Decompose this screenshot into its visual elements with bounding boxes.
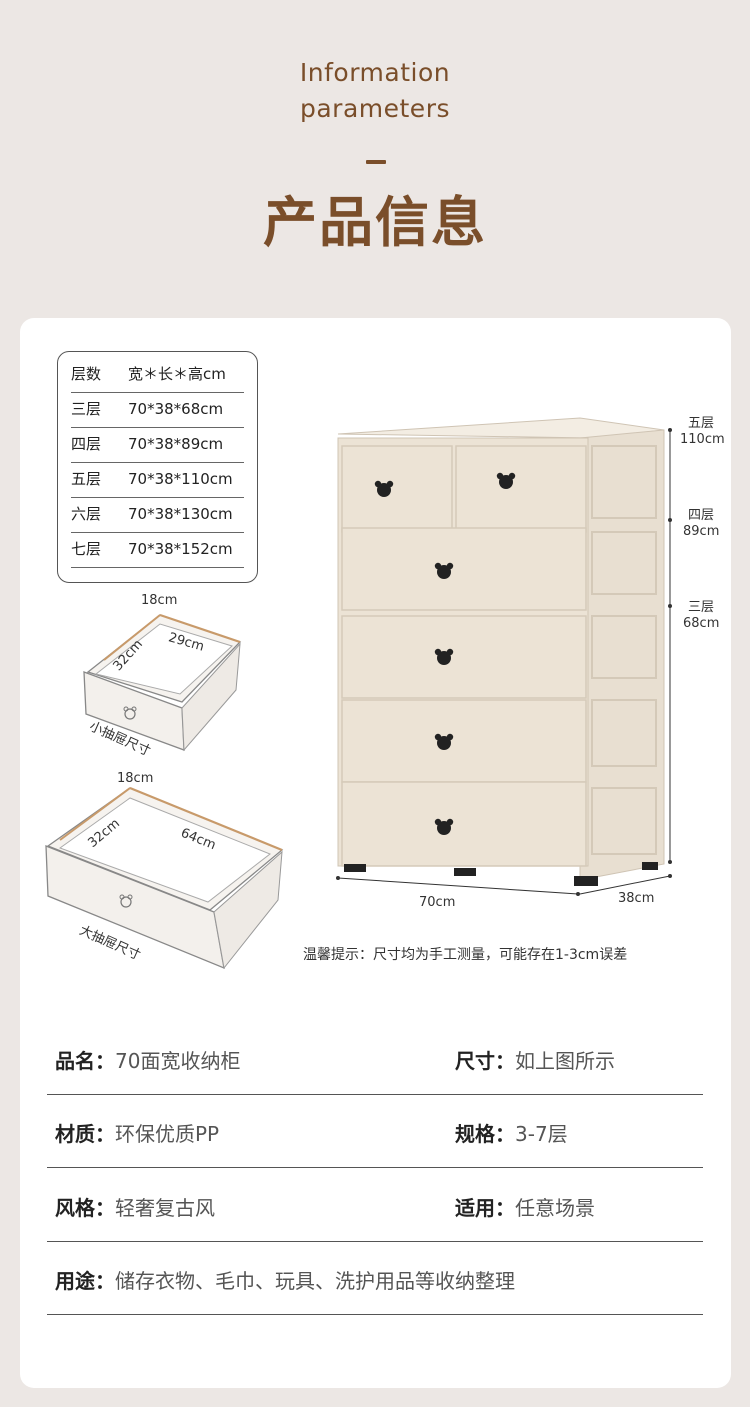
table-row: 七层 70*38*152cm [71, 532, 244, 568]
row-dimensions: 70*38*110cm [128, 470, 233, 488]
spec-style-label: 风格： [55, 1196, 115, 1220]
small-drawer-width: 18cm [141, 593, 178, 608]
knob-icon [434, 648, 454, 665]
spec-usage-value: 储存衣物、毛巾、玩具、洗护用品等收纳整理 [115, 1269, 515, 1293]
row-dimensions: 70*38*89cm [128, 435, 224, 453]
table-row: 六层 70*38*130cm [71, 497, 244, 533]
measurement-note: 温馨提示：尺寸均为手工测量，可能存在1-3cm误差 [303, 947, 628, 963]
bear-handle-icon [120, 896, 132, 908]
bear-handle-icon [124, 708, 136, 720]
header-dimensions: 宽＊长＊高cm [128, 365, 226, 383]
spec-style: 风格：轻奢复古风 [55, 1192, 215, 1221]
spec-size-value: 如上图所示 [515, 1049, 615, 1073]
spec-spec: 规格：3-7层 [455, 1118, 568, 1147]
title-en-line1: Information [299, 58, 451, 87]
spec-name: 品名：70面宽收纳柜 [55, 1045, 240, 1074]
spec-material: 材质：环保优质PP [55, 1118, 219, 1147]
spec-size: 尺寸：如上图所示 [455, 1045, 615, 1074]
row-layers: 三层 [71, 400, 102, 418]
size-table-header: 层数 宽＊长＊高cm [71, 357, 244, 393]
depth-value: 38cm [618, 891, 655, 906]
width-value: 70cm [419, 895, 456, 910]
knob-icon [496, 472, 516, 489]
knob-icon [434, 818, 454, 835]
table-row: 五层 70*38*110cm [71, 462, 244, 498]
spec-material-label: 材质： [55, 1122, 115, 1146]
spec-name-value: 70面宽收纳柜 [115, 1049, 241, 1073]
knob-icon [434, 562, 454, 579]
spec-apply-label: 适用： [455, 1196, 515, 1220]
divider [47, 1241, 703, 1242]
spec-style-value: 轻奢复古风 [115, 1196, 215, 1220]
row-layers: 六层 [71, 505, 102, 523]
spec-material-value: 环保优质PP [115, 1122, 220, 1146]
spec-apply-value: 任意场景 [515, 1196, 595, 1220]
cabinet-illustration [336, 417, 672, 896]
height-3-label: 三层 [688, 600, 715, 615]
row-layers: 四层 [71, 435, 102, 453]
small-drawer-illustration [83, 613, 242, 752]
spec-usage: 用途：储存衣物、毛巾、玩具、洗护用品等收纳整理 [55, 1265, 515, 1294]
title-en: Information parameters [0, 55, 750, 127]
row-layers: 七层 [71, 540, 102, 558]
height-5-label: 五层 [688, 416, 715, 431]
spec-usage-label: 用途： [55, 1269, 115, 1293]
divider [47, 1094, 703, 1095]
row-dimensions: 70*38*130cm [128, 505, 233, 523]
divider [47, 1167, 703, 1168]
size-table: 层数 宽＊长＊高cm 三层 70*38*68cm 四层 70*38*89cm 五… [57, 351, 258, 583]
row-dimensions: 70*38*152cm [128, 540, 233, 558]
spec-size-label: 尺寸： [455, 1049, 515, 1073]
spec-apply: 适用：任意场景 [455, 1192, 595, 1221]
header-layers: 层数 [71, 365, 102, 383]
spec-spec-label: 规格： [455, 1122, 515, 1146]
spec-spec-value: 3-7层 [515, 1122, 568, 1146]
large-drawer-illustration [45, 786, 284, 970]
table-row: 四层 70*38*89cm [71, 427, 244, 463]
large-drawer-width: 18cm [117, 771, 154, 786]
height-5-value: 110cm [680, 432, 725, 447]
title-en-line2: parameters [299, 94, 450, 123]
height-4-label: 四层 [688, 508, 715, 523]
row-dimensions: 70*38*68cm [128, 400, 224, 418]
height-3-value: 68cm [683, 616, 720, 631]
row-layers: 五层 [71, 470, 102, 488]
title-divider [366, 160, 386, 164]
title-cn: 产品信息 [263, 191, 487, 254]
spec-name-label: 品名： [55, 1049, 115, 1073]
knob-icon [374, 480, 394, 497]
knob-icon [434, 733, 454, 750]
header: Information parameters 产品信息 [0, 0, 750, 300]
height-4-value: 89cm [683, 524, 720, 539]
divider [47, 1314, 703, 1315]
table-row: 三层 70*38*68cm [71, 392, 244, 428]
